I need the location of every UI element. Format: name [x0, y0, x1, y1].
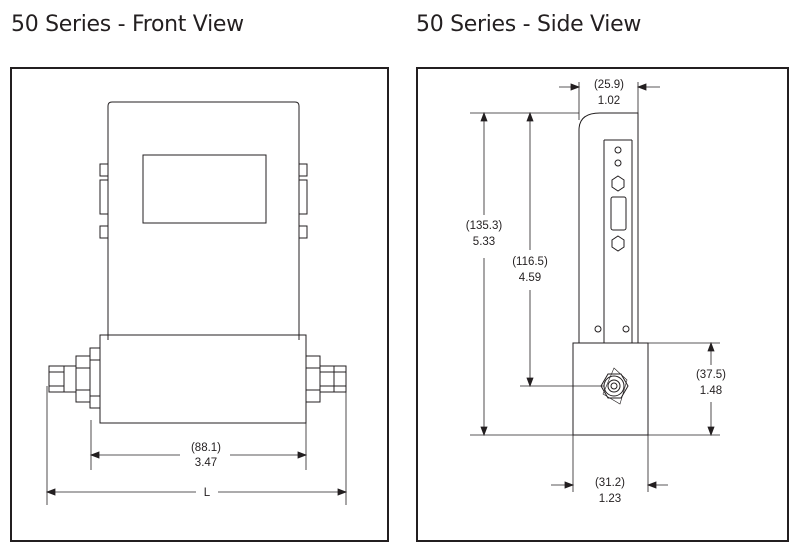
front-right-fitting [305, 355, 347, 403]
side-top-width-dimension [559, 82, 660, 120]
side-fitting-nut-icon [600, 367, 629, 405]
side-port-height-dimension [520, 111, 604, 388]
side-port-height-mm-label: (116.5) [512, 256, 548, 268]
side-view-panel: (25.9) 1.02 (135.3) 5.33 (116.5) 4.59 (3… [416, 67, 789, 542]
front-left-fitting [48, 347, 101, 409]
front-view-frame [10, 67, 389, 542]
side-top-width-mm-label: (25.9) [594, 79, 624, 91]
side-top-width-in-label: 1.02 [598, 95, 620, 107]
side-base-height-dimension [648, 341, 720, 437]
side-base-height-in-label: 1.48 [700, 385, 722, 397]
side-total-height-dimension [470, 111, 579, 437]
front-overall-length-dimension [45, 386, 348, 505]
front-overall-length-label: L [204, 487, 211, 499]
side-base-block [572, 342, 649, 436]
front-body-width-in-label: 3.47 [195, 457, 217, 469]
side-view-frame [416, 67, 789, 542]
side-base-width-mm-label: (31.2) [595, 477, 625, 489]
front-right-tabs [298, 163, 308, 239]
front-base-block [99, 334, 307, 424]
side-port-height-in-label: 4.59 [519, 272, 541, 284]
front-view-panel: (88.1) 3.47 L [10, 67, 389, 542]
side-total-height-in-label: 5.33 [473, 236, 495, 248]
front-body-width-dimension [89, 420, 308, 470]
front-body-housing [107, 101, 300, 340]
front-left-tabs [99, 163, 109, 239]
side-total-height-mm-label: (135.3) [466, 220, 503, 232]
side-base-height-mm-label: (37.5) [696, 369, 726, 381]
side-base-width-in-label: 1.23 [599, 493, 621, 505]
side-upper-housing [578, 112, 639, 343]
side-base-width-dimension [551, 435, 668, 492]
front-display-window [142, 154, 267, 224]
side-view-title: 50 Series - Side View [416, 12, 642, 37]
front-view-title: 50 Series - Front View [11, 12, 244, 37]
front-body-width-mm-label: (88.1) [191, 442, 221, 454]
side-connector-strip [594, 146, 630, 333]
